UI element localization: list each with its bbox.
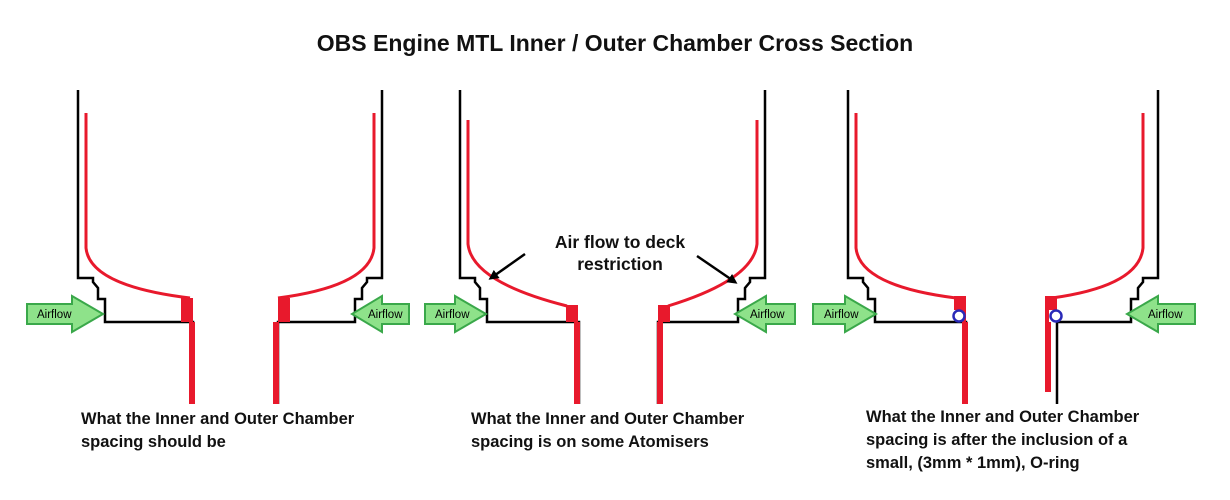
inner-chamber-left-base	[181, 298, 193, 322]
diagram-title: OBS Engine MTL Inner / Outer Chamber Cro…	[316, 30, 914, 56]
inner-chamber-right-wall	[1051, 113, 1145, 300]
inner-chamber-right-stem	[657, 322, 663, 404]
inner-chamber-right-base	[1045, 296, 1057, 310]
airflow-label: Airflow	[750, 309, 785, 321]
restriction-callout: Air flow to deck restriction	[520, 231, 720, 275]
inner-chamber-right-stem	[273, 322, 279, 404]
caption-oring-spacing: What the Inner and Outer Chamber spacing…	[866, 406, 1139, 475]
caption-line: small, (3mm * 1mm), O-ring	[866, 454, 1080, 472]
caption-restricted-spacing: What the Inner and Outer Chamber spacing…	[471, 408, 744, 454]
airflow-label: Airflow	[435, 309, 470, 321]
inner-chamber-left-stem	[574, 322, 580, 404]
inner-chamber-right-seat	[1045, 310, 1049, 322]
inner-chamber-right-wall	[277, 113, 376, 300]
diagram-ideal-spacing: Airflow Airflow	[26, 90, 410, 404]
inner-chamber-right-stem	[1045, 322, 1051, 392]
diagram-restricted-spacing: Airflow Airflow	[424, 90, 796, 404]
caption-line: What the Inner and Outer Chamber	[471, 410, 745, 428]
oring-left-icon	[952, 309, 966, 323]
callout-arrow-left	[488, 252, 526, 280]
outer-chamber-left-wall	[76, 90, 195, 404]
airflow-label: Airflow	[37, 309, 72, 321]
inner-chamber-left-base	[954, 296, 966, 310]
diagram-oring-spacing: Airflow Airflow	[812, 90, 1196, 404]
airflow-arrow-right: Airflow	[733, 294, 796, 334]
caption-line: spacing should be	[81, 433, 226, 451]
airflow-label: Airflow	[368, 309, 403, 321]
inner-chamber-left-base	[566, 305, 578, 322]
inner-chamber-left-stem	[189, 322, 195, 404]
caption-line: spacing is on some Atomisers	[471, 433, 709, 451]
outer-chamber-right-wall	[656, 90, 767, 404]
airflow-label: Airflow	[1148, 309, 1183, 321]
callout-arrow-right	[696, 254, 738, 284]
caption-line: What the Inner and Outer Chamber	[866, 408, 1140, 426]
airflow-label: Airflow	[824, 309, 859, 321]
inner-chamber-left-wall	[854, 113, 957, 300]
inner-chamber-right-base	[278, 298, 290, 322]
airflow-arrow-left: Airflow	[26, 294, 105, 334]
inner-chamber-left-wall	[466, 120, 568, 308]
oring-right-icon	[1049, 309, 1063, 323]
callout-line: restriction	[577, 254, 663, 274]
inner-chamber-right-base	[658, 305, 670, 322]
caption-ideal-spacing: What the Inner and Outer Chamber spacing…	[81, 408, 354, 454]
airflow-arrow-right: Airflow	[1125, 294, 1196, 334]
callout-line: Air flow to deck	[554, 232, 686, 252]
outer-chamber-left-wall	[846, 90, 968, 404]
outer-chamber-left-wall	[458, 90, 581, 404]
inner-chamber-right-wall	[667, 120, 759, 308]
caption-line: spacing is after the inclusion of a	[866, 431, 1128, 449]
caption-line: What the Inner and Outer Chamber	[81, 410, 355, 428]
inner-chamber-left-stem	[962, 322, 968, 404]
inner-chamber-left-wall	[84, 113, 191, 300]
airflow-arrow-left: Airflow	[424, 294, 488, 334]
outer-chamber-right-wall	[276, 90, 384, 404]
outer-chamber-right-wall	[1055, 90, 1160, 404]
airflow-arrow-left: Airflow	[812, 294, 878, 334]
airflow-arrow-right: Airflow	[350, 294, 410, 334]
